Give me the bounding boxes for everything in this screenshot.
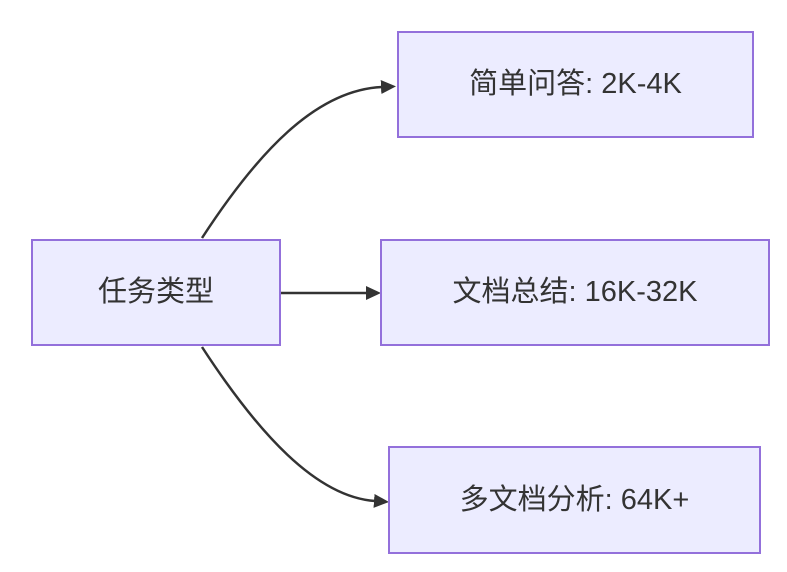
node-multi-doc-analysis: 多文档分析: 64K+ <box>388 446 761 554</box>
node-task-type-label: 任务类型 <box>97 276 214 309</box>
node-simple-qa: 简单问答: 2K-4K <box>397 31 754 138</box>
node-doc-summary-label: 文档总结: 16K-32K <box>452 276 698 309</box>
node-task-type: 任务类型 <box>31 239 281 346</box>
edge-task-type-to-multi-doc-analysis <box>200 346 389 508</box>
node-simple-qa-label: 简单问答: 2K-4K <box>469 68 682 101</box>
node-multi-doc-analysis-label: 多文档分析: 64K+ <box>459 483 690 516</box>
node-doc-summary: 文档总结: 16K-32K <box>380 239 770 346</box>
edge-task-type-to-simple-qa <box>200 80 396 239</box>
